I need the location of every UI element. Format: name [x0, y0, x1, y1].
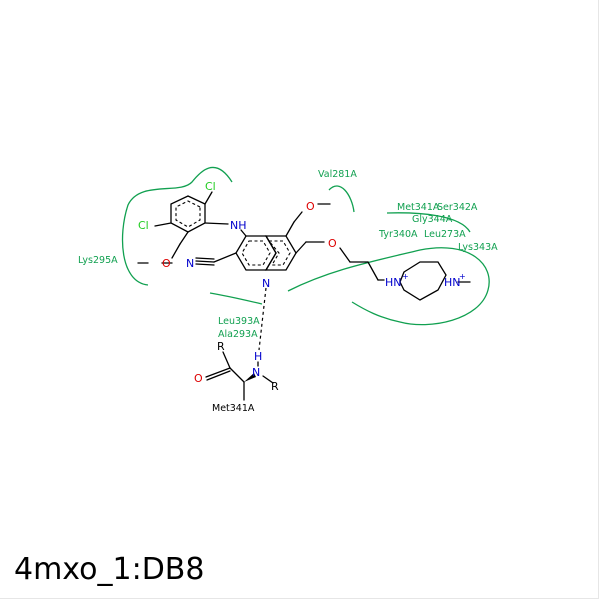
residue-lys343: Lys343A: [458, 242, 498, 253]
atom-o-methoxy-left: O: [162, 257, 171, 270]
atom-ring-n: N: [262, 277, 270, 290]
atom-pip-n1: HN: [385, 276, 402, 289]
atom-hb-n: N: [252, 366, 260, 379]
atom-o-ether: O: [328, 237, 337, 250]
atom-pip-n2: HN: [444, 276, 461, 289]
arc-lys343: [287, 247, 490, 326]
residue-leu273: Leu273A: [424, 229, 466, 240]
atom-pip-plus2: +: [459, 272, 466, 281]
atom-r1: R: [217, 340, 225, 353]
arc-lys295: [121, 166, 233, 286]
atom-r2: R: [271, 380, 279, 393]
arc-met341-region: [386, 212, 471, 233]
met341-backbone: [205, 351, 274, 401]
residue-ala293: Ala293A: [218, 329, 258, 340]
atom-pip-plus1: +: [402, 272, 409, 281]
atom-nitrile-n: N: [186, 257, 194, 270]
arc-val281: [328, 185, 355, 213]
hydrophobic-arcs: [121, 166, 490, 326]
residue-ser342: Ser342A: [437, 202, 478, 213]
residue-lys295: Lys295A: [78, 255, 118, 266]
atom-labels: Cl Cl NH O O O N N HN + HN + H N R R O: [138, 180, 466, 393]
atom-o-carbonyl: O: [194, 372, 203, 385]
residue-labels: Val281A Met341A Ser342A Gly344A Tyr340A …: [78, 169, 498, 414]
aniline-ring: [137, 191, 229, 264]
hydrogen-bond: [258, 287, 267, 351]
atom-o-methoxy-top: O: [306, 200, 315, 213]
residue-tyr340: Tyr340A: [378, 229, 418, 240]
residue-met341: Met341A: [397, 202, 440, 213]
residue-gly344: Gly344A: [412, 214, 453, 225]
residue-val281: Val281A: [318, 169, 357, 180]
arc-leu393: [209, 292, 263, 305]
residue-leu393: Leu393A: [218, 316, 260, 327]
residue-met341-backbone: Met341A: [212, 403, 255, 414]
propoxy-piperazine: [339, 247, 471, 301]
complex-id-title: 4mxo_1:DB8: [14, 552, 205, 587]
atom-hb-h: H: [254, 350, 262, 363]
quinoline-core: [195, 203, 331, 271]
atom-nh: NH: [230, 219, 247, 232]
atom-cl1: Cl: [205, 180, 216, 193]
atom-cl2: Cl: [138, 219, 149, 232]
